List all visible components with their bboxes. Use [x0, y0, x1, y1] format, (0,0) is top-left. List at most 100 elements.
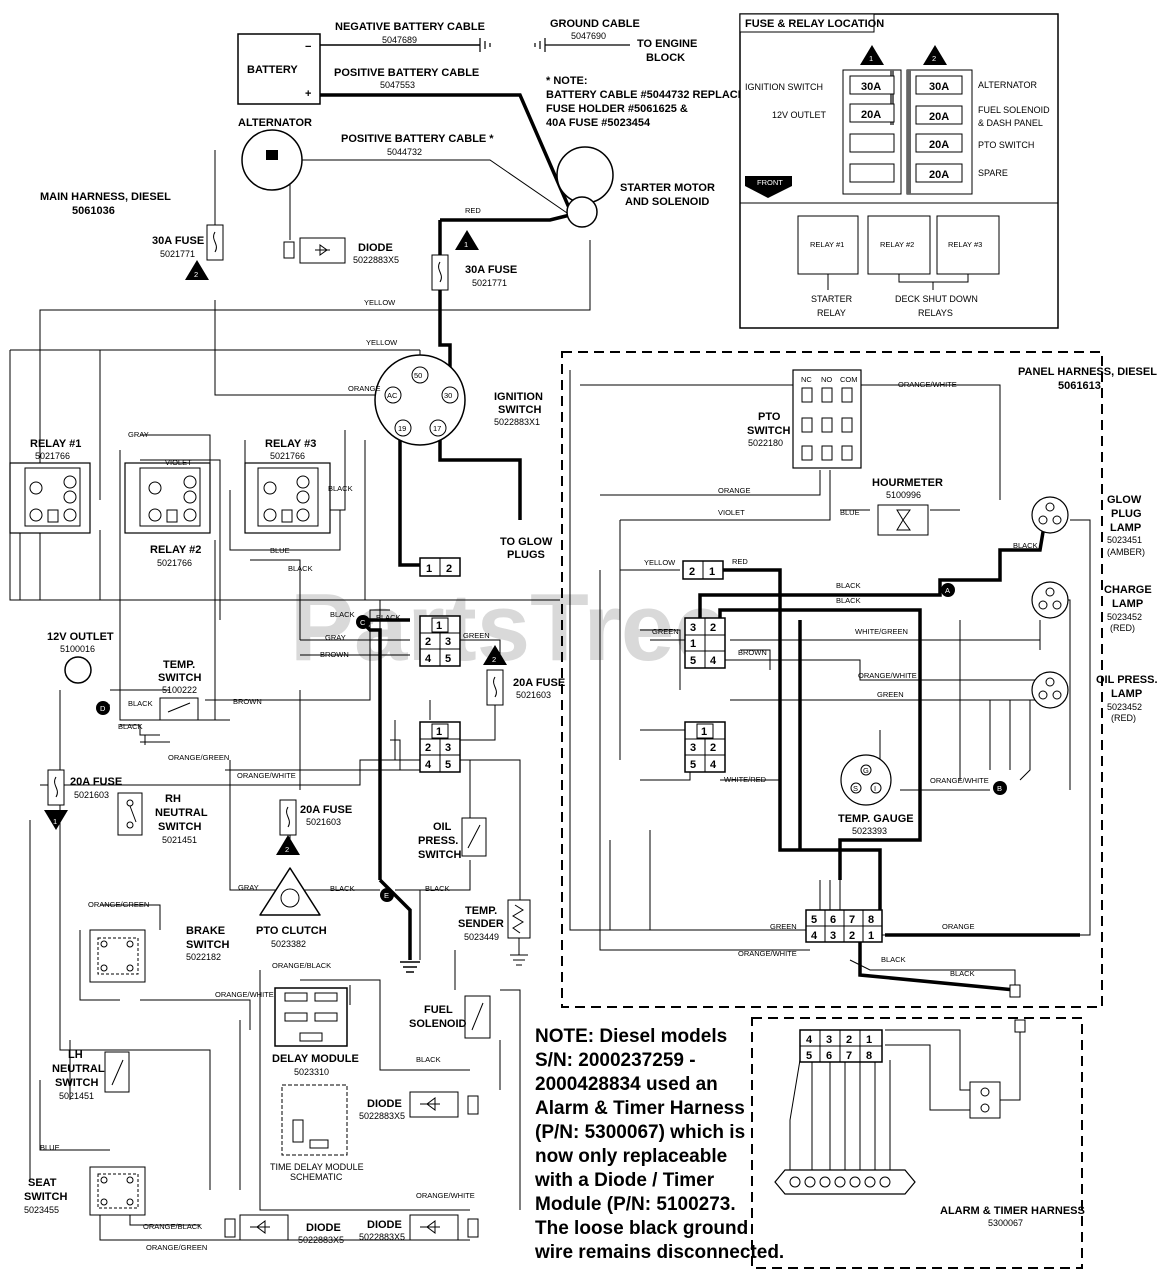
- svg-text:3: 3: [830, 930, 836, 942]
- svg-text:4: 4: [806, 1034, 813, 1046]
- svg-text:BROWN: BROWN: [320, 650, 349, 659]
- svg-text:BLACK: BLACK: [425, 884, 450, 893]
- rh-neutral-switch: RH NEUTRAL SWITCH 5021451: [117, 792, 208, 845]
- svg-text:5300067: 5300067: [988, 1218, 1023, 1228]
- svg-text:2: 2: [846, 1034, 852, 1046]
- svg-text:RELAY #3: RELAY #3: [265, 438, 316, 450]
- svg-text:GREEN: GREEN: [652, 627, 679, 636]
- svg-text:BLACK: BLACK: [328, 484, 353, 493]
- fuse-20a-left: 1 20A FUSE 5021603: [44, 769, 122, 830]
- svg-text:BLACK: BLACK: [836, 596, 861, 605]
- svg-text:SPARE: SPARE: [978, 168, 1008, 178]
- svg-text:VIOLET: VIOLET: [165, 458, 192, 467]
- relay-3: RELAY #3 5021766: [244, 438, 331, 534]
- svg-text:PTO CLUTCH: PTO CLUTCH: [256, 925, 327, 937]
- svg-text:2: 2: [710, 622, 716, 634]
- relay-1: RELAY #1 5021766: [9, 438, 91, 534]
- neg-cable-part: 5047689: [382, 35, 417, 45]
- svg-text:BROWN: BROWN: [738, 648, 767, 657]
- svg-text:5100996: 5100996: [886, 490, 921, 500]
- svg-text:RELAY #2: RELAY #2: [150, 544, 201, 556]
- svg-text:FUEL: FUEL: [424, 1004, 453, 1016]
- svg-text:1: 1: [866, 1034, 872, 1046]
- svg-text:BLACK: BLACK: [288, 564, 313, 573]
- svg-text:ORANGE/WHITE: ORANGE/WHITE: [898, 380, 957, 389]
- fuse-relay-location: FUSE & RELAY LOCATION 1 2 30A 20A 30A 20…: [739, 13, 1059, 329]
- fuse-20a-right: 2 20A FUSE 5021603: [483, 645, 565, 706]
- svg-text:SWITCH: SWITCH: [158, 672, 201, 684]
- svg-text:1: 1: [464, 240, 468, 249]
- svg-text:5023451: 5023451: [1107, 535, 1142, 545]
- pto-switch: NC NO COM PTO SWITCH 5022180: [747, 369, 862, 469]
- svg-text:12V OUTLET: 12V OUTLET: [47, 631, 114, 643]
- svg-text:NOTE: Diesel models: NOTE: Diesel models: [535, 1026, 727, 1047]
- svg-text:IGNITION SWITCH: IGNITION SWITCH: [745, 82, 823, 92]
- svg-text:5023382: 5023382: [271, 939, 306, 949]
- junction-nodes: A B C D E: [96, 583, 1007, 902]
- svg-text:A: A: [945, 586, 950, 595]
- diode-c: DIODE 5022883X5: [224, 1214, 344, 1245]
- svg-text:GREEN: GREEN: [877, 690, 904, 699]
- svg-text:2: 2: [446, 563, 452, 575]
- svg-text:SOLENOID: SOLENOID: [409, 1018, 467, 1030]
- svg-text:wire remains disconnected.: wire remains disconnected.: [534, 1242, 784, 1263]
- svg-text:20A FUSE: 20A FUSE: [70, 776, 122, 788]
- diode-a: DIODE 5022883X5: [359, 1091, 479, 1121]
- svg-text:5022883X1: 5022883X1: [494, 417, 540, 427]
- svg-text:ORANGE/WHITE: ORANGE/WHITE: [215, 990, 274, 999]
- svg-text:STARTER: STARTER: [811, 294, 853, 304]
- svg-text:19: 19: [398, 424, 406, 433]
- svg-text:5022883X5: 5022883X5: [298, 1235, 344, 1245]
- svg-text:−: −: [305, 41, 311, 53]
- svg-text:WHITE/RED: WHITE/RED: [724, 775, 767, 784]
- svg-text:6: 6: [826, 1050, 832, 1062]
- note1-l1: * NOTE:: [546, 75, 588, 87]
- svg-text:GREEN: GREEN: [770, 922, 797, 931]
- svg-text:RELAY #2: RELAY #2: [880, 240, 914, 249]
- svg-text:BLACK: BLACK: [881, 955, 906, 964]
- svg-text:RELAY: RELAY: [817, 308, 846, 318]
- svg-text:2: 2: [710, 742, 716, 754]
- svg-text:5023393: 5023393: [852, 826, 887, 836]
- battery: BATTERY − +: [237, 33, 630, 105]
- svg-text:5021451: 5021451: [59, 1091, 94, 1101]
- pos-cable2-part: 5044732: [387, 147, 422, 157]
- svg-text:1: 1: [709, 566, 715, 578]
- svg-text:PLUG: PLUG: [1111, 508, 1142, 520]
- ground-cable-part: 5047690: [571, 31, 606, 41]
- panel-harness-border: [561, 351, 1103, 1008]
- svg-text:NEUTRAL: NEUTRAL: [52, 1063, 105, 1075]
- svg-text:GRAY: GRAY: [325, 633, 346, 642]
- hourmeter: HOURMETER 5100996: [872, 477, 943, 536]
- ground-cable-dest1: TO ENGINE: [637, 38, 697, 50]
- svg-text:DIODE: DIODE: [367, 1219, 402, 1231]
- svg-text:BLACK: BLACK: [330, 610, 355, 619]
- svg-text:LAMP: LAMP: [1111, 688, 1142, 700]
- svg-text:FUEL SOLENOID: FUEL SOLENOID: [978, 105, 1050, 115]
- diode-b: DIODE 5022883X5: [359, 1214, 479, 1242]
- panel-harness-part: 5061613: [1058, 380, 1101, 392]
- svg-text:BLUE: BLUE: [40, 1143, 60, 1152]
- svg-text:G: G: [863, 766, 869, 775]
- svg-text:2000428834 used an: 2000428834 used an: [535, 1074, 718, 1095]
- svg-text:DIODE: DIODE: [367, 1098, 402, 1110]
- svg-text:5023455: 5023455: [24, 1205, 59, 1215]
- svg-text:4: 4: [811, 930, 818, 942]
- svg-text:2: 2: [425, 636, 431, 648]
- note-alarm-timer: NOTE: Diesel models S/N: 2000237259 - 20…: [534, 1026, 784, 1263]
- alarm-harness-border: [751, 1017, 1083, 1269]
- svg-text:GRAY: GRAY: [128, 430, 149, 439]
- svg-text:ORANGE/WHITE: ORANGE/WHITE: [416, 1191, 475, 1200]
- svg-text:12V OUTLET: 12V OUTLET: [772, 110, 827, 120]
- svg-text:ALARM & TIMER HARNESS: ALARM & TIMER HARNESS: [940, 1205, 1085, 1217]
- ground-cable-dest2: BLOCK: [646, 52, 685, 64]
- svg-text:VIOLET: VIOLET: [718, 508, 745, 517]
- svg-text:20A FUSE: 20A FUSE: [300, 804, 352, 816]
- svg-text:1: 1: [426, 563, 432, 575]
- ground-cable-title: GROUND CABLE: [550, 18, 640, 30]
- svg-text:ORANGE/GREEN: ORANGE/GREEN: [146, 1243, 207, 1252]
- temp-gauge: G S I TEMP. GAUGE 5023393: [838, 754, 914, 836]
- svg-text:5022883X5: 5022883X5: [359, 1111, 405, 1121]
